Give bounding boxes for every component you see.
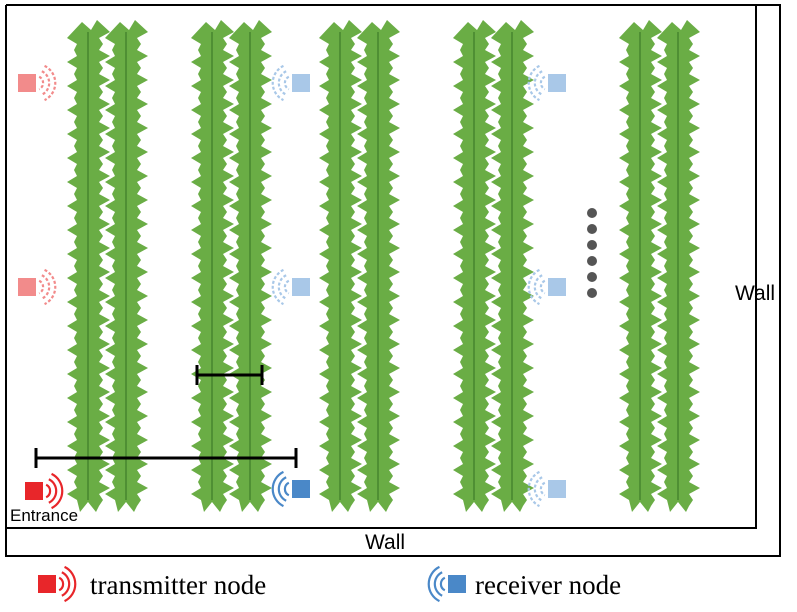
ellipsis-dot (587, 240, 597, 250)
plant-row (229, 20, 272, 512)
legend-receiver-icon (427, 565, 466, 603)
legend (38, 565, 466, 603)
receiver-node-icon (271, 64, 310, 102)
signal-wave (51, 472, 64, 510)
signal-wave (533, 70, 543, 96)
signal-wave (38, 279, 45, 295)
transmitter-square (38, 575, 56, 593)
signal-wave (271, 268, 284, 306)
signal-wave (64, 565, 77, 603)
legend-transmitter-icon (38, 565, 77, 603)
transmitter-square (18, 74, 36, 92)
ellipsis-dot (587, 272, 597, 282)
transmitter-node-icon (18, 268, 57, 306)
signal-wave (44, 268, 57, 306)
signal-wave (45, 483, 52, 499)
receiver-square (548, 278, 566, 296)
receiver-node-icon (527, 64, 566, 102)
signal-wave (539, 75, 546, 91)
signal-wave (283, 75, 290, 91)
transmitter-square (18, 278, 36, 296)
dimension-markers (34, 365, 298, 468)
signal-wave (61, 571, 71, 597)
plant-row (191, 20, 234, 512)
receiver-node-icon (271, 268, 310, 306)
plant-row (657, 20, 700, 512)
plant-row (491, 20, 534, 512)
signal-wave (527, 470, 540, 508)
receiver-square (448, 575, 466, 593)
signal-wave (271, 64, 284, 102)
transmitter-square (25, 482, 43, 500)
receiver-square (548, 480, 566, 498)
inner-wall (5, 4, 757, 529)
plant-row (67, 20, 110, 512)
signal-wave (539, 481, 546, 497)
wall-label-bottom: Wall (365, 531, 405, 554)
signal-wave (539, 279, 546, 295)
entrance-label: Entrance (10, 506, 78, 525)
signal-wave (527, 268, 540, 306)
signal-wave (533, 476, 543, 502)
plant-row (319, 20, 362, 512)
transmitter-node-icon (18, 64, 57, 102)
plant-rows (67, 20, 700, 512)
signal-wave (44, 64, 57, 102)
receiver-square (292, 480, 310, 498)
plant-row (105, 20, 148, 512)
signal-wave (48, 478, 58, 504)
transmitter-node-icon (25, 472, 64, 510)
signal-wave (527, 64, 540, 102)
receiver-node-icon (527, 470, 566, 508)
ellipsis-dot (587, 224, 597, 234)
vertical-ellipsis-icon (587, 208, 597, 298)
plant-row (619, 20, 662, 512)
signal-wave (283, 279, 290, 295)
outer-wall (5, 4, 781, 557)
plant-row (453, 20, 496, 512)
signal-wave (277, 70, 287, 96)
signal-wave (38, 75, 45, 91)
sensor-nodes (18, 64, 566, 510)
ellipsis-dot (587, 288, 597, 298)
signal-wave (41, 70, 51, 96)
receiver-node-icon (271, 470, 310, 508)
signal-wave (439, 576, 446, 592)
ellipsis-dot (587, 208, 597, 218)
signal-wave (533, 274, 543, 300)
plant-row (357, 20, 400, 512)
walls (5, 4, 781, 557)
receiver-square (548, 74, 566, 92)
signal-wave (58, 576, 65, 592)
signal-wave (427, 565, 440, 603)
signal-wave (433, 571, 443, 597)
ellipsis-dot (587, 256, 597, 266)
receiver-square (292, 278, 310, 296)
signal-wave (277, 274, 287, 300)
legend-receiver-label: receiver node (475, 570, 621, 600)
legend-transmitter-label: transmitter node (90, 570, 266, 600)
signal-wave (277, 476, 287, 502)
signal-wave (41, 274, 51, 300)
signal-wave (271, 470, 284, 508)
receiver-node-icon (527, 268, 566, 306)
signal-wave (283, 481, 290, 497)
wall-label-right: Wall (735, 282, 775, 305)
receiver-square (292, 74, 310, 92)
